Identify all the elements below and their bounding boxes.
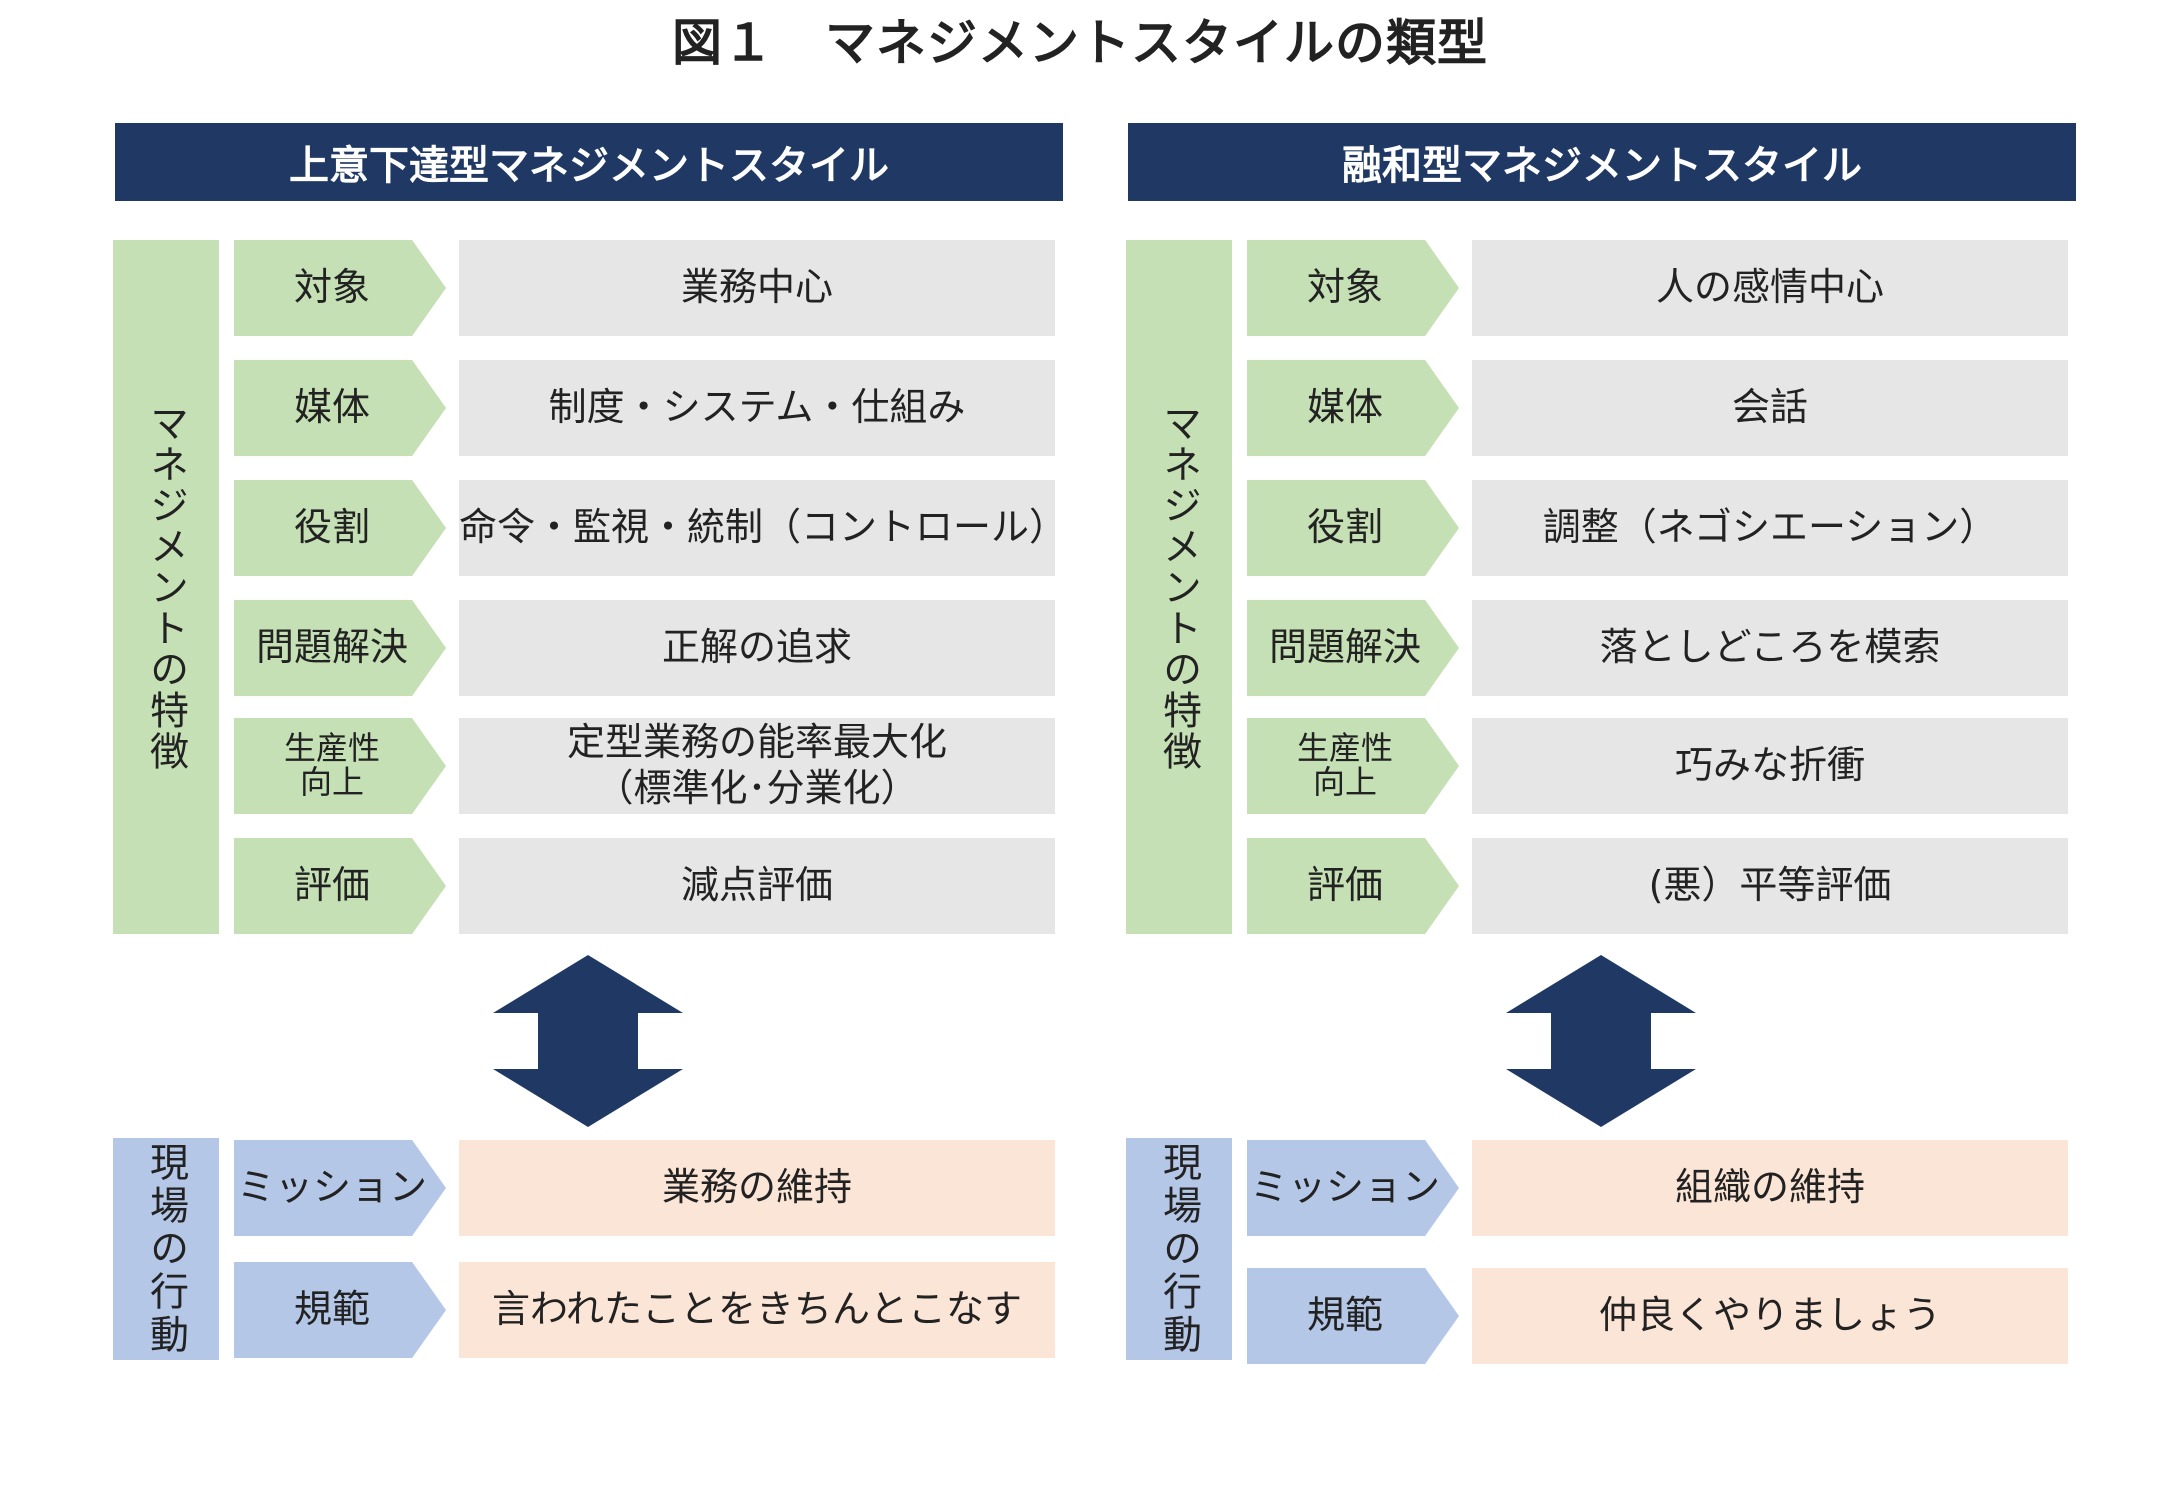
panel-header: 上意下達型マネジメントスタイル <box>115 123 1063 201</box>
feature-value: 業務中心 <box>459 240 1055 336</box>
feature-label: 媒体 <box>1247 360 1459 456</box>
feature-label: 生産性 向上 <box>234 718 446 814</box>
feature-row-evaluation: 評価 (悪）平等評価 <box>1126 838 2076 934</box>
behavior-side-label-text: 現場の行動 <box>143 1141 189 1357</box>
feature-value: 制度・システム・仕組み <box>459 360 1055 456</box>
features-side-label-text: マネジメントの特徴 <box>1156 402 1202 772</box>
feature-label: 役割 <box>234 480 446 576</box>
feature-row-target: 対象 業務中心 <box>113 240 1063 336</box>
features-side-label-text: マネジメントの特徴 <box>143 402 189 772</box>
feature-value: 命令・監視・統制（コントロール） <box>459 480 1067 576</box>
feature-value: 巧みな折衝 <box>1472 718 2068 814</box>
behavior-row-norm: 規範 言われたことをきちんとこなす <box>113 1262 1063 1358</box>
feature-value: 減点評価 <box>459 838 1055 934</box>
features-side-label: マネジメントの特徴 <box>113 240 219 934</box>
features-side-label: マネジメントの特徴 <box>1126 240 1232 934</box>
panel-header: 融和型マネジメントスタイル <box>1128 123 2076 201</box>
feature-row-productivity: 生産性 向上 定型業務の能率最大化 （標準化･分業化） <box>113 718 1063 814</box>
double-arrow-icon <box>493 955 683 1127</box>
feature-row-medium: 媒体 制度・システム・仕組み <box>113 360 1063 456</box>
behavior-side-label-text: 現場の行動 <box>1156 1141 1202 1357</box>
feature-row-evaluation: 評価 減点評価 <box>113 838 1063 934</box>
behavior-row-mission: ミッション 組織の維持 <box>1126 1140 2076 1236</box>
feature-row-problem-solving: 問題解決 正解の追求 <box>113 600 1063 696</box>
feature-row-role: 役割 命令・監視・統制（コントロール） <box>113 480 1067 576</box>
behavior-value: 仲良くやりましょう <box>1472 1268 2068 1364</box>
top-down-style-panel: 上意下達型マネジメントスタイル マネジメントの特徴 対象 業務中心 媒体 制度・… <box>113 0 1067 1495</box>
behavior-value: 業務の維持 <box>459 1140 1055 1236</box>
behavior-row-mission: ミッション 業務の維持 <box>113 1140 1063 1236</box>
feature-label: 生産性 向上 <box>1247 718 1459 814</box>
behavior-value: 組織の維持 <box>1472 1140 2068 1236</box>
feature-row-role: 役割 調整（ネゴシエーション） <box>1126 480 2076 576</box>
behavior-label: ミッション <box>234 1140 446 1236</box>
feature-value: 落としどころを模索 <box>1472 600 2068 696</box>
feature-label: 問題解決 <box>1247 600 1459 696</box>
feature-value: 調整（ネゴシエーション） <box>1472 480 2068 576</box>
feature-value: 人の感情中心 <box>1472 240 2068 336</box>
feature-value: 会話 <box>1472 360 2068 456</box>
behavior-side-label: 現場の行動 <box>1126 1138 1232 1360</box>
behavior-value: 言われたことをきちんとこなす <box>459 1262 1055 1358</box>
double-arrow-icon <box>1506 955 1696 1127</box>
behavior-label: 規範 <box>234 1262 446 1358</box>
feature-label: 問題解決 <box>234 600 446 696</box>
harmonious-style-panel: 融和型マネジメントスタイル マネジメントの特徴 対象 人の感情中心 媒体 会話 … <box>1126 0 2076 1495</box>
behavior-label: ミッション <box>1247 1140 1459 1236</box>
feature-row-problem-solving: 問題解決 落としどころを模索 <box>1126 600 2076 696</box>
feature-label: 対象 <box>234 240 446 336</box>
behavior-side-label: 現場の行動 <box>113 1138 219 1360</box>
feature-value: 定型業務の能率最大化 （標準化･分業化） <box>459 718 1055 814</box>
feature-label: 評価 <box>234 838 446 934</box>
figure-title: 図１ マネジメントスタイルの類型 <box>672 14 1488 72</box>
feature-row-productivity: 生産性 向上 巧みな折衝 <box>1126 718 2076 814</box>
feature-label: 対象 <box>1247 240 1459 336</box>
feature-row-target: 対象 人の感情中心 <box>1126 240 2076 336</box>
feature-value: 正解の追求 <box>459 600 1055 696</box>
behavior-label: 規範 <box>1247 1268 1459 1364</box>
feature-label: 役割 <box>1247 480 1459 576</box>
feature-row-medium: 媒体 会話 <box>1126 360 2076 456</box>
feature-value: (悪）平等評価 <box>1472 838 2068 934</box>
behavior-row-norm: 規範 仲良くやりましょう <box>1126 1268 2076 1364</box>
feature-label: 評価 <box>1247 838 1459 934</box>
feature-label: 媒体 <box>234 360 446 456</box>
